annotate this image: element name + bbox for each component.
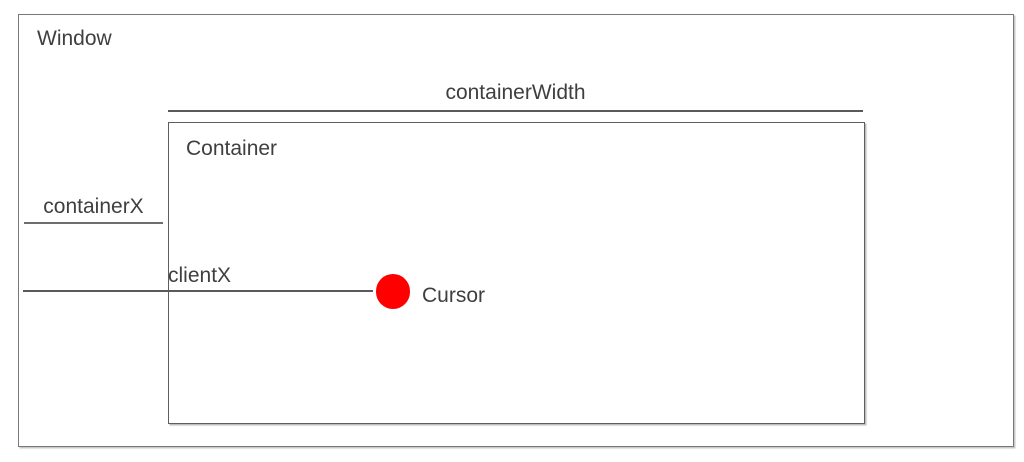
container-box <box>168 122 865 424</box>
cursor-dot-icon <box>375 274 410 309</box>
window-label: Window <box>37 27 112 50</box>
container-label: Container <box>186 137 278 160</box>
container-width-label: containerWidth <box>445 81 586 104</box>
cursor-label: Cursor <box>422 283 486 307</box>
container-width-line <box>168 110 863 112</box>
container-x-label: containerX <box>43 195 144 218</box>
client-x-label: clientX <box>168 263 232 287</box>
container-x-line <box>24 221 163 224</box>
client-x-line <box>23 290 373 292</box>
